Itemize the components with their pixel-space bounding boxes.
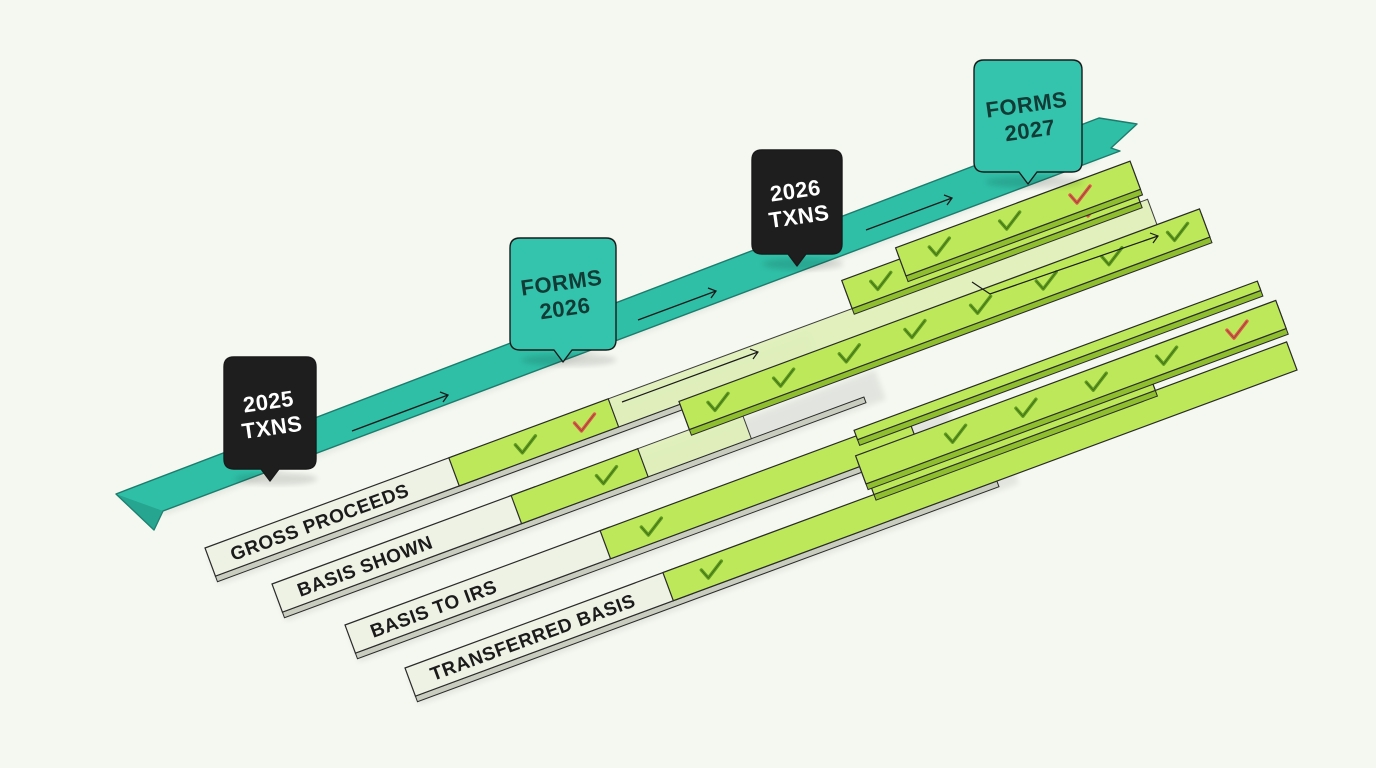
arrow-right-icon: [621, 348, 759, 403]
check-icon: [639, 516, 664, 537]
flagged-check-icon: [1225, 319, 1249, 340]
check-icon: [968, 294, 993, 315]
check-icon: [943, 423, 968, 444]
check-icon: [903, 318, 927, 340]
check-icon: [1014, 397, 1038, 418]
check-icon: [997, 210, 1022, 231]
check-icon: [837, 343, 861, 364]
check-icon: [927, 236, 952, 257]
check-icon: [771, 367, 796, 388]
check-icon: [706, 391, 730, 413]
check-icon: [699, 559, 724, 580]
check-icon: [1100, 245, 1124, 267]
check-icon: [1154, 345, 1179, 366]
arrow-right-icon: [637, 287, 718, 321]
arrow-right-icon: [865, 194, 954, 231]
check-icon: [1084, 371, 1108, 392]
check-icon: [594, 464, 619, 486]
check-icon: [1165, 221, 1190, 243]
flagged-check-icon: [572, 412, 597, 433]
flag-checks: [854, 160, 1289, 491]
arrow-right-icon: [971, 232, 1159, 295]
check-icon: [513, 434, 538, 455]
check-icon: [1034, 270, 1058, 291]
check-icon: [869, 270, 893, 292]
flagged-check-icon: [1068, 184, 1092, 205]
arrow-right-icon: [351, 391, 450, 432]
